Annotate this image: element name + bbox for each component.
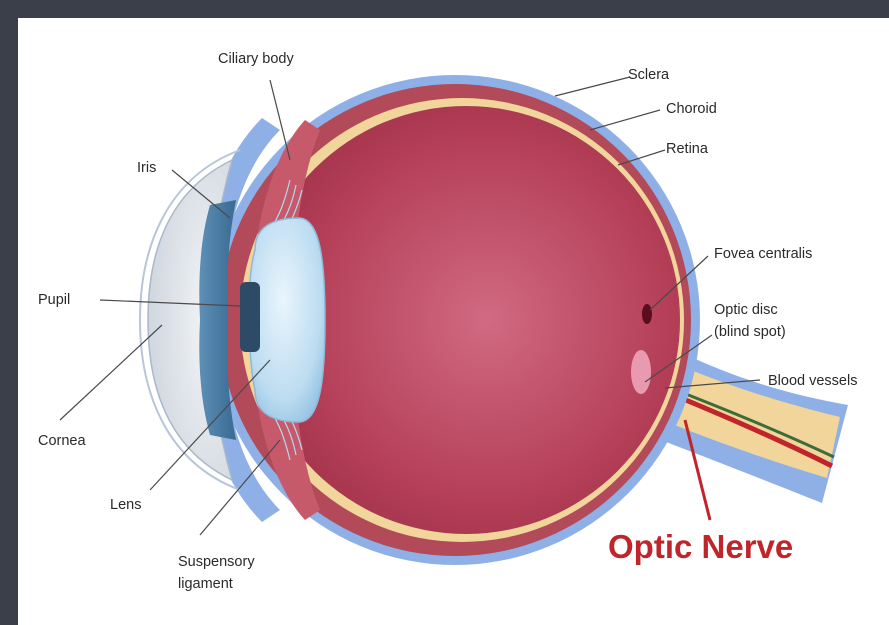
lens	[249, 218, 325, 422]
label-ciliary-body: Ciliary body	[218, 51, 294, 67]
label-blind-spot: (blind spot)	[714, 324, 786, 340]
fovea-centralis	[642, 304, 652, 324]
label-cornea: Cornea	[38, 433, 86, 449]
label-choroid: Choroid	[666, 101, 717, 117]
label-optic-disc: Optic disc	[714, 302, 778, 318]
label-suspensory: Suspensory	[178, 554, 255, 570]
label-ligament: ligament	[178, 576, 233, 592]
label-optic-nerve: Optic Nerve	[608, 528, 793, 565]
label-iris: Iris	[137, 160, 156, 176]
label-lens: Lens	[110, 497, 141, 513]
label-pupil: Pupil	[38, 292, 70, 308]
label-retina: Retina	[666, 141, 709, 157]
label-fovea-centralis: Fovea centralis	[714, 246, 812, 262]
label-sclera: Sclera	[628, 67, 670, 83]
pupil	[240, 282, 260, 352]
optic-disc	[631, 350, 651, 394]
label-blood-vessels: Blood vessels	[768, 373, 857, 389]
